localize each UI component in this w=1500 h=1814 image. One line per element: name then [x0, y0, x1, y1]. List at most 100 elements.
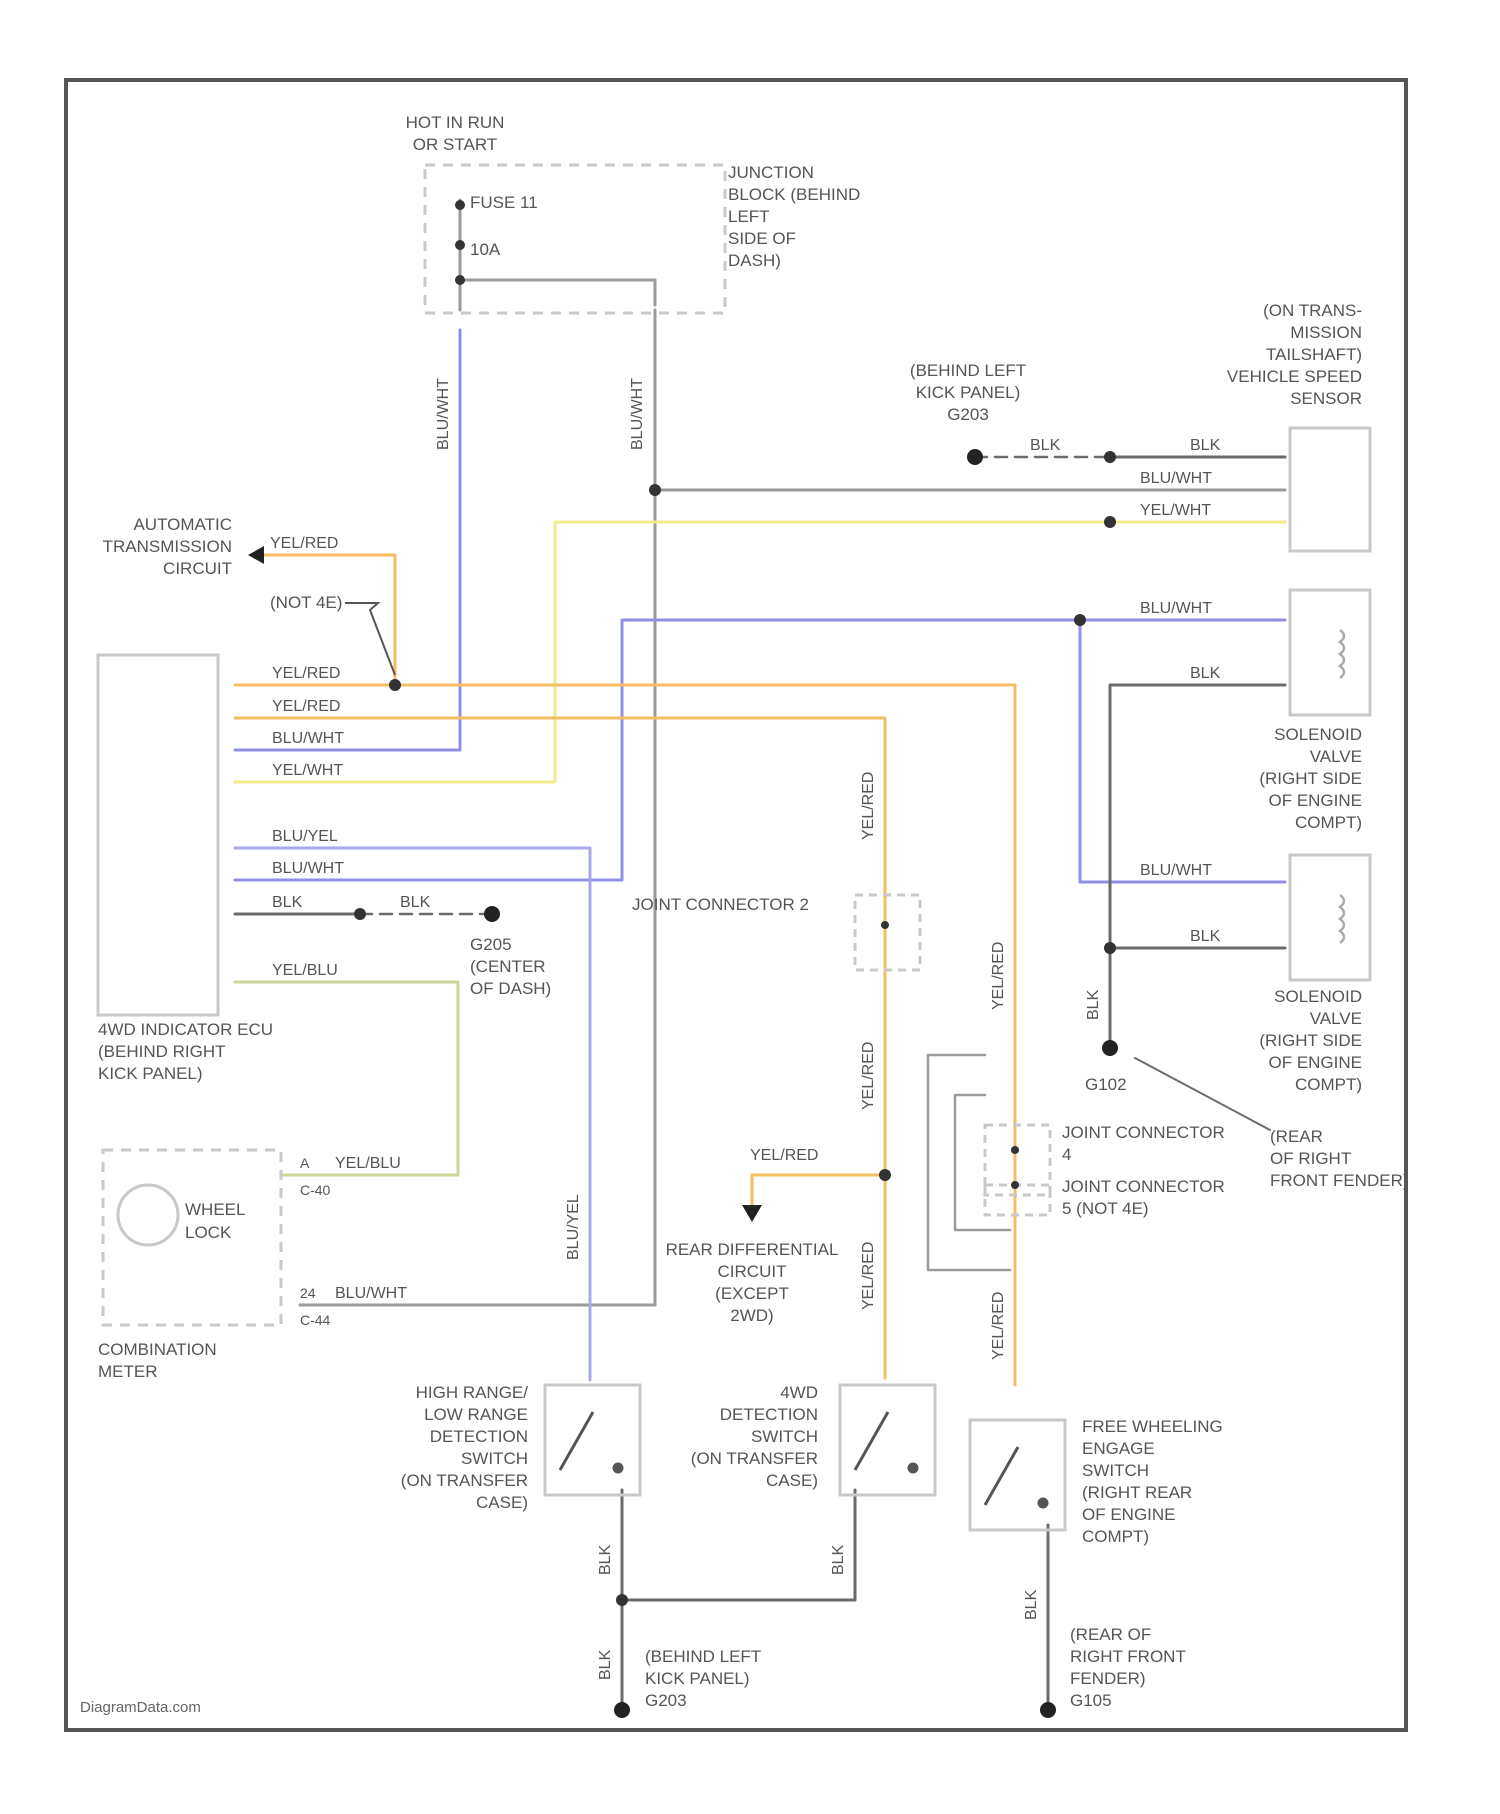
label-rear-diff: REAR DIFFERENTIAL CIRCUIT (EXCEPT 2WD)	[666, 1240, 839, 1325]
svg-text:(REAR OF: (REAR OF	[1070, 1625, 1151, 1644]
svg-text:(BEHIND RIGHT: (BEHIND RIGHT	[98, 1042, 226, 1061]
svg-text:TAILSHAFT): TAILSHAFT)	[1266, 345, 1362, 364]
svg-text:SIDE OF: SIDE OF	[728, 229, 796, 248]
arrow-auto-trans	[248, 546, 264, 564]
label-behind-left-kick-top: (BEHIND LEFT KICK PANEL) G203	[910, 361, 1026, 424]
svg-text:(RIGHT SIDE: (RIGHT SIDE	[1259, 1031, 1362, 1050]
svg-text:DETECTION: DETECTION	[720, 1405, 818, 1424]
svg-text:(REAR: (REAR	[1270, 1127, 1323, 1146]
label-hot-in-run: HOT IN RUN	[406, 113, 505, 132]
wire-yel-wht-ecu-4	[235, 522, 1285, 782]
label-wheel-lock: WHEEL LOCK	[185, 1200, 245, 1242]
svg-text:SWITCH: SWITCH	[751, 1427, 818, 1446]
ground-g203-bottom	[614, 1702, 630, 1718]
ground-g205	[484, 906, 500, 922]
label-junction-block: JUNCTION BLOCK (BEHIND LEFT SIDE OF DASH…	[728, 163, 860, 270]
svg-text:ENGAGE: ENGAGE	[1082, 1439, 1155, 1458]
svg-text:OF DASH): OF DASH)	[470, 979, 551, 998]
ground-g102	[1102, 1040, 1118, 1056]
svg-text:SENSOR: SENSOR	[1290, 389, 1362, 408]
wire-label-yel-red-fw-upper: YEL/RED	[990, 942, 1007, 1010]
svg-text:VEHICLE SPEED: VEHICLE SPEED	[1227, 367, 1362, 386]
joint-connector-2-box	[855, 895, 920, 970]
wire-label-blk-g102: BLK	[1085, 989, 1102, 1020]
wire-label-ecu-2: YEL/RED	[272, 698, 340, 715]
label-g205: G205 (CENTER OF DASH)	[470, 935, 551, 998]
wire-yel-red-ecu-1	[235, 685, 1015, 1385]
label-joint-connector-2: JOINT CONNECTOR 2	[632, 895, 809, 914]
svg-text:JOINT CONNECTOR: JOINT CONNECTOR	[1062, 1123, 1225, 1142]
wire-blu-yel-ecu-6	[235, 848, 590, 1380]
solenoid-1-coil	[1340, 630, 1344, 678]
svg-text:KICK PANEL): KICK PANEL)	[645, 1669, 750, 1688]
label-rear-right-fender-bottom: (REAR OF RIGHT FRONT FENDER) G105	[1070, 1625, 1186, 1710]
wire-label-blu-wht-sol1: BLU/WHT	[1140, 600, 1212, 617]
joint-connector-5-box	[985, 1185, 1050, 1215]
fourwd-switch-blade	[855, 1412, 888, 1470]
wire-label-ecu-10: YEL/BLU	[272, 962, 338, 979]
wire-yel-red-ecu-2	[235, 718, 885, 1378]
svg-text:VALVE: VALVE	[1310, 1009, 1362, 1028]
wire-label-ecu-8: BLK	[272, 894, 303, 911]
wire-yel-blu-ecu-10	[235, 982, 458, 1175]
svg-text:SOLENOID: SOLENOID	[1274, 725, 1362, 744]
splice-blk-g205	[354, 908, 366, 920]
svg-text:LEFT: LEFT	[728, 207, 770, 226]
svg-text:OF RIGHT: OF RIGHT	[1270, 1149, 1351, 1168]
solenoid-2-box	[1290, 855, 1370, 980]
svg-text:METER: METER	[98, 1362, 158, 1381]
svg-text:(RIGHT SIDE: (RIGHT SIDE	[1259, 769, 1362, 788]
wire-label-yel-red-fw-lower: YEL/RED	[990, 1292, 1007, 1360]
high-low-switch-contact	[614, 1464, 622, 1472]
label-ecu: 4WD INDICATOR ECU (BEHIND RIGHT KICK PAN…	[98, 1020, 273, 1083]
svg-text:SWITCH: SWITCH	[461, 1449, 528, 1468]
splice-jc4-b	[1011, 1181, 1019, 1189]
svg-text:2WD): 2WD)	[730, 1306, 773, 1325]
label-fuse: FUSE 11	[470, 193, 538, 212]
svg-text:JOINT CONNECTOR: JOINT CONNECTOR	[1062, 1177, 1225, 1196]
svg-text:FENDER): FENDER)	[1070, 1669, 1146, 1688]
free-wheel-switch-box	[970, 1420, 1065, 1530]
junction-block-box	[425, 165, 725, 313]
wire-label-blu-wht-sensor: BLU/WHT	[1140, 470, 1212, 487]
wire-label-yel-red-auto: YEL/RED	[270, 535, 338, 552]
label-joint-connector-4: JOINT CONNECTOR 4	[1062, 1123, 1225, 1164]
wire-label-yel-red-lower: YEL/RED	[860, 1242, 877, 1310]
label-free-wheel-switch: FREE WHEELING ENGAGE SWITCH (RIGHT REAR …	[1082, 1417, 1223, 1546]
svg-text:FRONT FENDER): FRONT FENDER)	[1270, 1171, 1409, 1190]
wire-label-yel-red-diff: YEL/RED	[750, 1147, 818, 1164]
wire-label-blk-sol2: BLK	[1190, 928, 1221, 945]
splice-rear-diff	[879, 1169, 891, 1181]
svg-text:4WD: 4WD	[780, 1383, 818, 1402]
splice-yel-red-ecu	[389, 679, 401, 691]
svg-text:RIGHT FRONT: RIGHT FRONT	[1070, 1647, 1186, 1666]
wire-label-blk-switch-2: BLK	[830, 1544, 847, 1575]
connector-c44-pin: 24	[300, 1285, 316, 1301]
svg-text:LOCK: LOCK	[185, 1223, 232, 1242]
splice-jb-3	[455, 275, 465, 285]
wire-label-ecu-1: YEL/RED	[272, 665, 340, 682]
label-rear-right-fender-mid: (REAR OF RIGHT FRONT FENDER)	[1270, 1127, 1409, 1190]
label-fuse-amp: 10A	[470, 240, 501, 259]
wire-label-ecu-3: BLU/WHT	[272, 730, 344, 747]
svg-text:COMPT): COMPT)	[1295, 813, 1362, 832]
svg-text:DASH): DASH)	[728, 251, 781, 270]
connector-c40: C-40	[300, 1182, 331, 1198]
svg-text:G105: G105	[1070, 1691, 1112, 1710]
ground-g105	[1040, 1702, 1056, 1718]
svg-text:SWITCH: SWITCH	[1082, 1461, 1149, 1480]
svg-text:COMPT): COMPT)	[1295, 1075, 1362, 1094]
svg-text:KICK PANEL): KICK PANEL)	[98, 1064, 203, 1083]
svg-text:VALVE: VALVE	[1310, 747, 1362, 766]
wire-label-yel-red-upper: YEL/RED	[860, 772, 877, 840]
label-behind-left-kick-bottom: (BEHIND LEFT KICK PANEL) G203	[645, 1647, 761, 1710]
svg-text:CASE): CASE)	[766, 1471, 818, 1490]
splice-jc2-a	[881, 921, 889, 929]
wire-label-blk-sensor: BLK	[1190, 437, 1221, 454]
svg-text:(BEHIND LEFT: (BEHIND LEFT	[910, 361, 1026, 380]
svg-text:COMBINATION: COMBINATION	[98, 1340, 217, 1359]
svg-text:KICK PANEL): KICK PANEL)	[916, 383, 1021, 402]
svg-text:(ON TRANSFER: (ON TRANSFER	[691, 1449, 818, 1468]
speed-sensor-box	[1290, 428, 1370, 551]
